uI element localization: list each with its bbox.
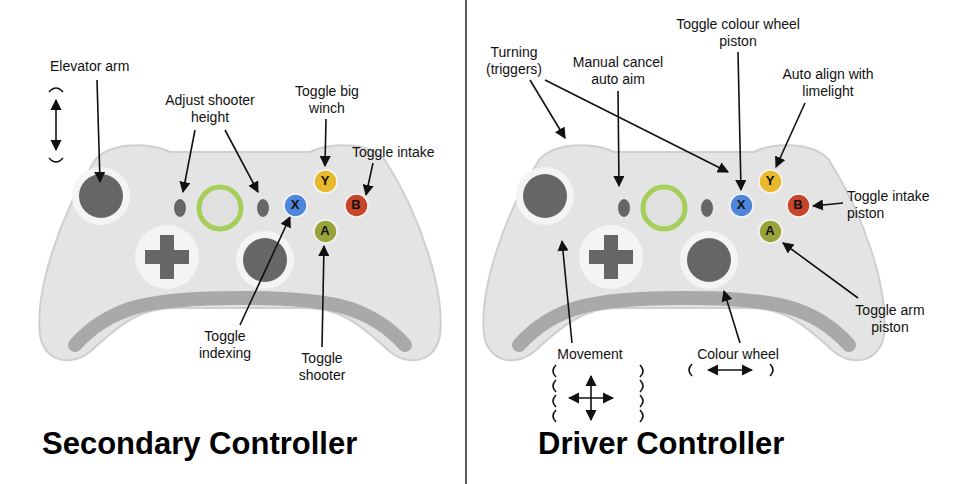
button-circle: Y	[758, 169, 783, 194]
callout-label: Elevator arm	[50, 58, 170, 75]
leader-line	[724, 291, 740, 343]
double-arrow	[55, 100, 57, 150]
leader-line	[783, 243, 858, 298]
button-letter: A	[765, 224, 774, 238]
button-fill	[787, 194, 810, 217]
button-fill	[284, 194, 307, 217]
leader-line	[530, 80, 565, 138]
button-fill	[314, 170, 337, 193]
button-fill	[314, 220, 337, 243]
button-fill	[759, 220, 782, 243]
leader-line	[322, 246, 324, 347]
button-letter: X	[291, 198, 300, 212]
leader-line	[776, 103, 805, 167]
controller-title: Secondary Controller	[42, 426, 442, 462]
button-circle: Y	[313, 169, 338, 194]
callout-label: Colour wheel	[683, 346, 793, 363]
button-fill	[730, 194, 753, 217]
button-letter: Y	[766, 174, 775, 188]
button-circle: A	[313, 219, 338, 244]
callout-label: Toggle shooter	[282, 350, 362, 384]
double-arrow	[708, 369, 752, 371]
callout-label: Toggle intake	[352, 144, 457, 161]
button-letter: A	[320, 224, 329, 238]
button-circle: B	[344, 193, 369, 218]
divider-line	[465, 0, 467, 484]
callout-label: Toggle big winch	[282, 83, 372, 117]
leader-line	[813, 203, 843, 206]
leader-line	[97, 80, 100, 182]
controller-title: Driver Controller	[538, 426, 938, 462]
leader-line	[545, 80, 728, 172]
button-fill	[759, 170, 782, 193]
button-circle: B	[786, 193, 811, 218]
bracket-arc	[49, 158, 63, 162]
button-fill	[345, 194, 368, 217]
callout-label: Toggle intake piston	[847, 188, 955, 222]
leader-lines	[49, 52, 858, 422]
leader-line	[738, 52, 741, 190]
leader-line	[225, 130, 258, 192]
button-letter: X	[737, 198, 746, 212]
bracket-column	[553, 365, 556, 422]
callout-label: Adjust shooter height	[153, 92, 268, 126]
button-letter: B	[793, 198, 802, 212]
button-letter: B	[351, 198, 360, 212]
leader-line	[240, 217, 290, 325]
button-circle: X	[729, 193, 754, 218]
driver-controller	[483, 145, 884, 360]
callout-label: Manual cancel auto aim	[558, 54, 678, 88]
callout-label: Toggle arm piston	[840, 302, 940, 336]
callout-label: Auto align with limelight	[763, 66, 893, 100]
leader-line	[366, 163, 373, 195]
callout-label: Movement	[540, 346, 640, 363]
button-letter: Y	[321, 174, 330, 188]
bracket-column	[640, 365, 643, 422]
leader-line	[562, 241, 572, 343]
button-circle: A	[758, 219, 783, 244]
callout-label: Toggle colour wheel piston	[673, 16, 803, 50]
bracket-arc	[689, 364, 692, 376]
button-circle: X	[283, 193, 308, 218]
bracket-arc	[770, 364, 773, 376]
cross-arrow	[590, 376, 592, 420]
leader-line	[618, 91, 619, 186]
callout-label: Turning (triggers)	[469, 44, 559, 78]
leader-line	[183, 130, 195, 192]
callout-label: Toggle indexing	[185, 328, 265, 362]
bracket-arc	[49, 88, 63, 92]
leader-line	[325, 119, 326, 166]
